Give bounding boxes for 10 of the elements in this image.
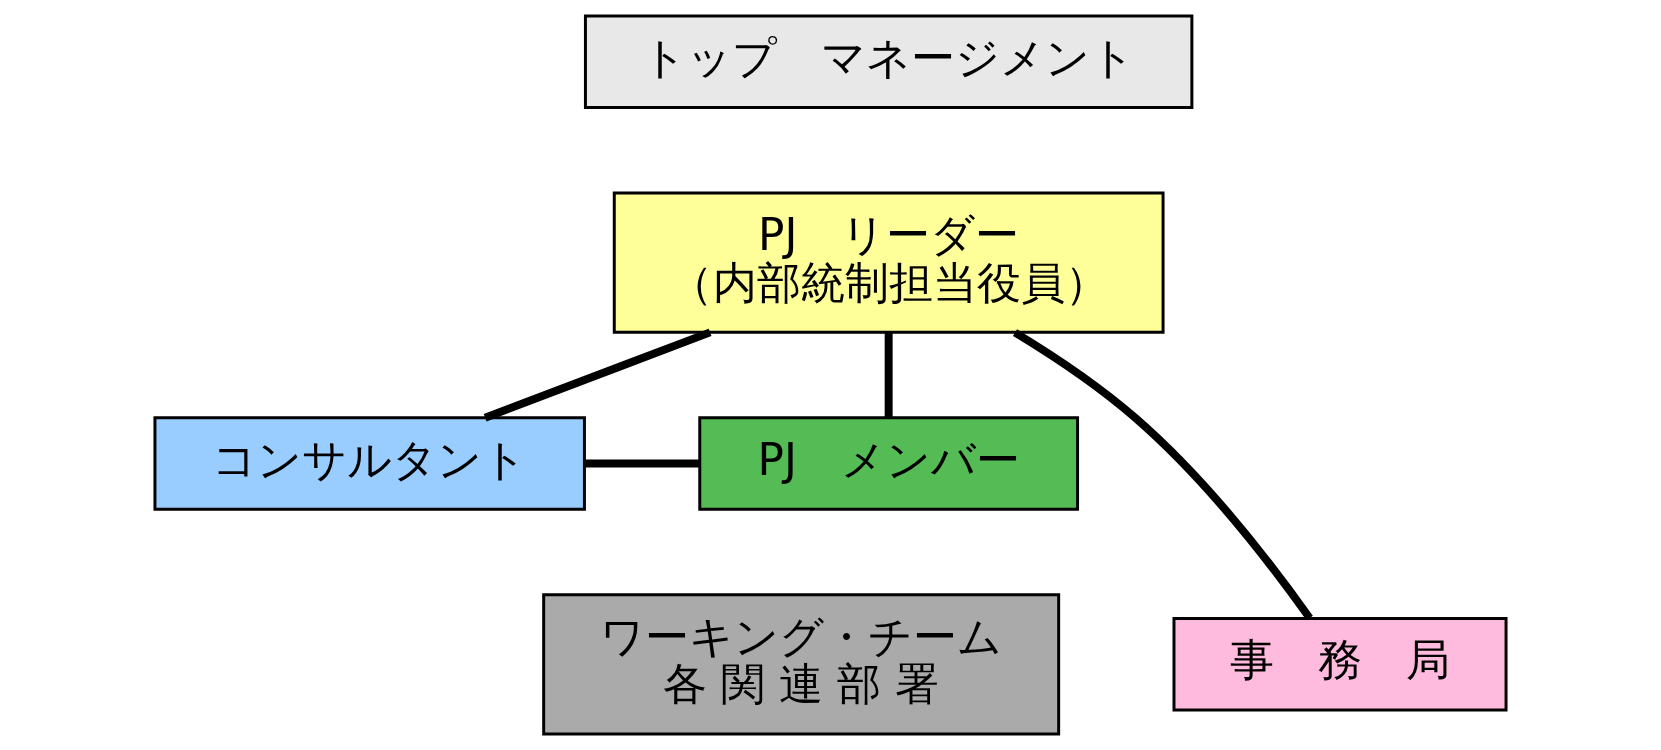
node-box: ワーキング・チーム 各 関 連 部 署 [542, 593, 1061, 736]
connector [884, 332, 893, 418]
node-box: コンサルタント [153, 416, 586, 511]
node-box: PJ メンバー [698, 416, 1080, 511]
connector [584, 459, 700, 468]
connector [1012, 329, 1313, 621]
connector [483, 328, 712, 422]
node-box: 事 務 局 [1172, 617, 1508, 712]
node-box: PJ リーダー （内部統制担当役員） [612, 191, 1165, 334]
node-box: トップ マネージメント [583, 14, 1194, 110]
